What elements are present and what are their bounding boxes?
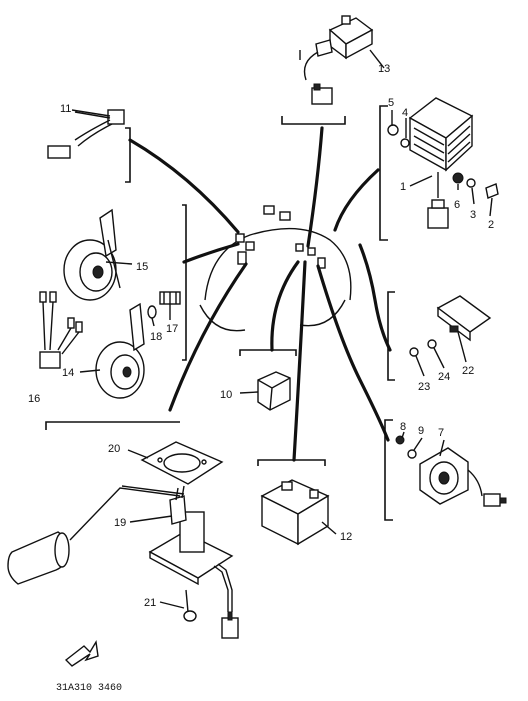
part-24-washer (427, 339, 437, 349)
label-14: 14 (62, 367, 74, 379)
part-7-switch (419, 447, 507, 507)
label-10: 10 (220, 389, 232, 401)
label-9: 9 (418, 425, 424, 437)
label-24: 24 (438, 371, 450, 383)
part-3-washer (466, 178, 476, 188)
label-18: 18 (150, 331, 162, 343)
part-21-screw (183, 589, 197, 622)
part-19-fuel-sender (69, 485, 239, 639)
leader-lines (71, 50, 493, 609)
label-6: 6 (454, 199, 460, 211)
part-15-horn (63, 208, 121, 301)
label-4: 4 (402, 107, 408, 119)
part-17-bolt (159, 291, 181, 305)
drawing-code: 31A310 3460 (56, 683, 122, 694)
part-12-control-unit (260, 479, 330, 546)
part-2-bolt (485, 183, 499, 199)
label-16: 16 (28, 393, 40, 405)
part-23-nut (409, 347, 419, 357)
label-19: 19 (114, 517, 126, 529)
label-12: 12 (340, 531, 352, 543)
label-5: 5 (388, 97, 394, 109)
part-5-nut (387, 124, 399, 136)
label-3: 3 (470, 209, 476, 221)
label-22: 22 (462, 365, 474, 377)
part-18-washer (147, 305, 157, 319)
label-1: 1 (400, 181, 406, 193)
part-6-collar (452, 172, 464, 184)
label-15: 15 (136, 261, 148, 273)
part-22-relay (436, 295, 492, 342)
part-10-flasher (257, 371, 291, 411)
label-8: 8 (400, 421, 406, 433)
part-9-washer (407, 449, 417, 459)
group-brackets (45, 105, 395, 521)
wire-harness (199, 205, 352, 332)
label-7: 7 (438, 427, 444, 439)
part-1-regulator (408, 97, 474, 229)
part-16-horn-leads (39, 291, 83, 369)
part-4-washer (400, 138, 410, 148)
label-21: 21 (144, 597, 156, 609)
label-11: 11 (60, 103, 71, 115)
label-17: 17 (166, 323, 178, 335)
label-13: 13 (378, 63, 390, 75)
front-arrow-icon (64, 639, 99, 667)
part-13-relay (303, 15, 385, 105)
connection-wires (128, 126, 392, 462)
part-11-connector-lead (47, 109, 125, 159)
float (7, 531, 70, 585)
label-23: 23 (418, 381, 430, 393)
label-2: 2 (488, 219, 494, 231)
part-labels: 11 13 5 4 1 6 3 2 15 16 18 17 14 10 23 2… (28, 63, 494, 694)
part-20-gasket (140, 441, 224, 485)
label-20: 20 (108, 443, 120, 455)
part-14-horn (95, 302, 145, 399)
